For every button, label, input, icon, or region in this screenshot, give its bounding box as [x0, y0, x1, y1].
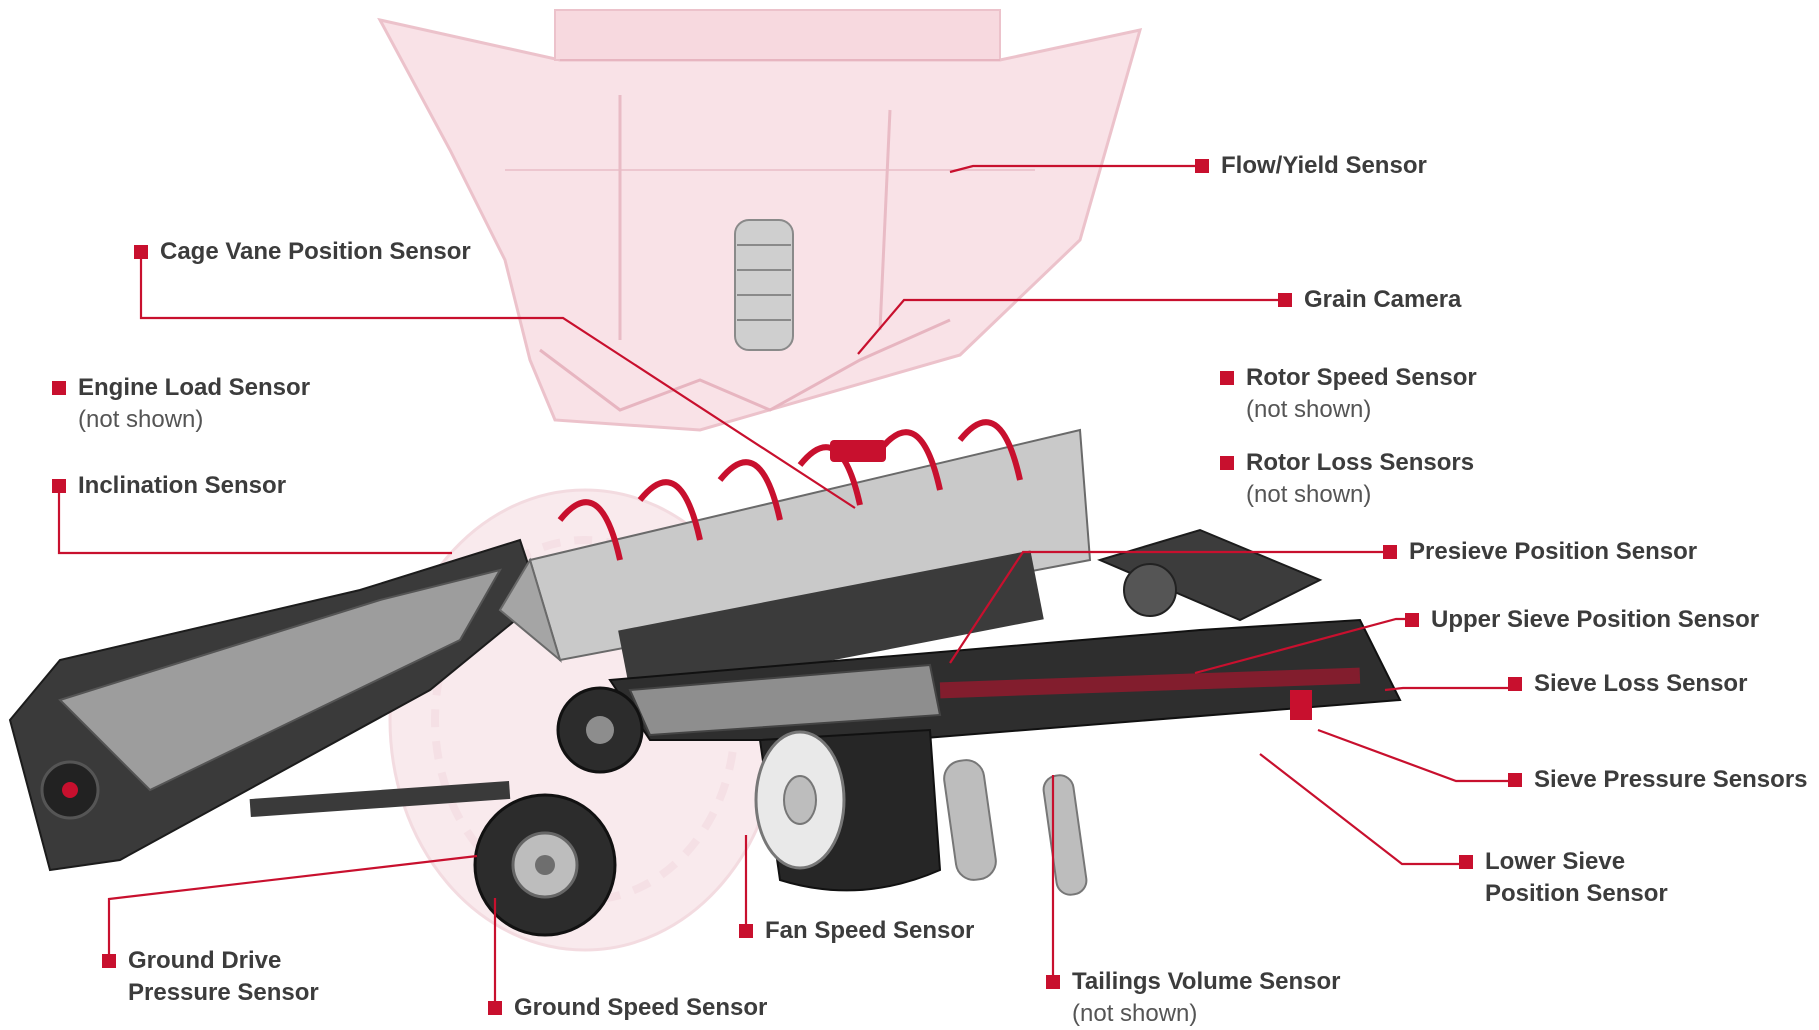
label-name: Upper Sieve Position Sensor	[1431, 606, 1760, 633]
leader-presieve	[949, 550, 1390, 664]
label-name: Inclination Sensor	[78, 472, 287, 499]
label-inclination-sensor: Inclination Sensor	[52, 470, 286, 502]
label-note: (not shown)	[1246, 481, 1372, 508]
label-marker	[1046, 975, 1060, 989]
label-marker	[1220, 456, 1234, 470]
label-name: Fan Speed Sensor	[765, 917, 975, 944]
label-marker	[52, 381, 66, 395]
label-name: Sieve Pressure Sensors	[1534, 766, 1808, 793]
label-marker	[1220, 371, 1234, 385]
cross-augers-shape	[943, 759, 1088, 896]
label-marker	[1508, 677, 1522, 691]
bubble-up-auger-shape	[734, 219, 794, 351]
leader-inclination	[57, 484, 452, 555]
label-marker	[1508, 773, 1522, 787]
leader-cage-vane	[139, 252, 856, 509]
label-lower-sieve-position-sensor: Lower Sieve Position Sensor	[1459, 846, 1668, 910]
leader-sieve-loss	[1384, 686, 1515, 692]
label-ground-drive-pressure-sensor: Ground Drive Pressure Sensor	[102, 945, 319, 1009]
label-note: (not shown)	[78, 406, 204, 433]
label-marker	[1405, 613, 1419, 627]
label-grain-camera: Grain Camera	[1278, 284, 1461, 316]
label-engine-load-sensor: Engine Load Sensor (not shown)	[52, 372, 310, 436]
label-marker	[488, 1001, 502, 1015]
rotor-shape	[498, 419, 1092, 700]
label-marker	[52, 479, 66, 493]
label-name: Sieve Loss Sensor	[1534, 670, 1748, 697]
label-name: Ground Drive	[128, 947, 282, 974]
label-name: Rotor Loss Sensors	[1246, 449, 1475, 476]
label-flow-yield-sensor: Flow/Yield Sensor	[1195, 150, 1427, 182]
label-note: (not shown)	[1072, 1000, 1198, 1027]
label-marker	[1195, 159, 1209, 173]
label-name: Tailings Volume Sensor	[1072, 968, 1341, 995]
leader-lower-sieve	[1259, 753, 1466, 866]
label-name: Flow/Yield Sensor	[1221, 152, 1427, 179]
label-name: Grain Camera	[1304, 286, 1462, 313]
label-rotor-loss-sensors: Rotor Loss Sensors (not shown)	[1220, 447, 1474, 511]
final-drive-shape	[249, 686, 644, 937]
label-sieve-loss-sensor: Sieve Loss Sensor	[1508, 668, 1747, 700]
label-fan-speed-sensor: Fan Speed Sensor	[739, 915, 974, 947]
label-rotor-speed-sensor: Rotor Speed Sensor (not shown)	[1220, 362, 1477, 426]
label-marker	[1459, 855, 1473, 869]
label-marker	[739, 924, 753, 938]
label-marker	[102, 954, 116, 968]
leader-flow-yield	[949, 164, 1195, 174]
label-upper-sieve-position-sensor: Upper Sieve Position Sensor	[1405, 604, 1759, 636]
label-tailings-volume-sensor: Tailings Volume Sensor (not shown)	[1046, 966, 1341, 1030]
label-name-line2: Pressure Sensor	[128, 979, 319, 1006]
label-sieve-pressure-sensors: Sieve Pressure Sensors	[1508, 764, 1808, 796]
label-name-line2: Position Sensor	[1485, 880, 1668, 907]
leader-sieve-pressure	[1317, 728, 1515, 783]
label-name: Engine Load Sensor	[78, 374, 311, 401]
label-name: Cage Vane Position Sensor	[160, 238, 471, 265]
label-marker	[1383, 545, 1397, 559]
leader-ground-drive	[107, 854, 478, 961]
label-marker	[1278, 293, 1292, 307]
leader-lines	[57, 164, 1515, 1011]
label-name: Ground Speed Sensor	[514, 994, 768, 1021]
label-name: Rotor Speed Sensor	[1246, 364, 1477, 391]
label-name: Presieve Position Sensor	[1409, 538, 1698, 565]
label-name: Lower Sieve	[1485, 848, 1626, 875]
label-presieve-position-sensor: Presieve Position Sensor	[1383, 536, 1697, 568]
label-ground-speed-sensor: Ground Speed Sensor	[488, 992, 767, 1024]
label-cage-vane-position-sensor: Cage Vane Position Sensor	[134, 236, 471, 268]
leader-grain-camera	[857, 298, 1278, 355]
label-note: (not shown)	[1246, 396, 1372, 423]
cleaning-fan-shape	[754, 728, 942, 892]
label-marker	[134, 245, 148, 259]
